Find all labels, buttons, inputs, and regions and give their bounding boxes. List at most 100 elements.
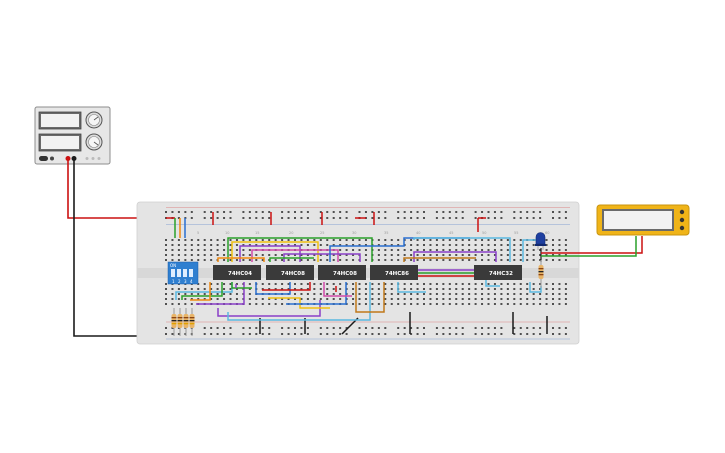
breadboard-hole[interactable] [319, 298, 322, 300]
breadboard-hole[interactable] [442, 298, 445, 300]
breadboard-hole[interactable] [364, 298, 367, 300]
breadboard-hole[interactable] [274, 288, 277, 290]
breadboard-hole[interactable] [319, 333, 322, 335]
breadboard-hole[interactable] [500, 283, 503, 285]
led-resistor[interactable] [538, 260, 544, 288]
breadboard-hole[interactable] [455, 259, 458, 261]
breadboard-hole[interactable] [474, 293, 477, 295]
breadboard-hole[interactable] [377, 254, 380, 256]
breadboard-hole[interactable] [300, 239, 303, 241]
breadboard-hole[interactable] [403, 293, 406, 295]
breadboard-hole[interactable] [255, 333, 258, 335]
breadboard-hole[interactable] [248, 327, 251, 329]
breadboard-hole[interactable] [545, 244, 548, 246]
breadboard-hole[interactable] [281, 211, 284, 213]
breadboard-hole[interactable] [184, 239, 187, 241]
breadboard-hole[interactable] [397, 249, 400, 251]
breadboard-hole[interactable] [435, 249, 438, 251]
breadboard-hole[interactable] [190, 288, 193, 290]
breadboard-hole[interactable] [468, 293, 471, 295]
breadboard-hole[interactable] [397, 259, 400, 261]
breadboard-hole[interactable] [539, 293, 542, 295]
breadboard-hole[interactable] [216, 249, 219, 251]
breadboard-hole[interactable] [526, 211, 529, 213]
breadboard-hole[interactable] [184, 298, 187, 300]
breadboard-hole[interactable] [474, 303, 477, 305]
breadboard-hole[interactable] [519, 288, 522, 290]
breadboard-hole[interactable] [319, 239, 322, 241]
breadboard-hole[interactable] [165, 244, 167, 246]
chip-74hc08-b[interactable]: 74HC08 [318, 265, 366, 280]
breadboard-hole[interactable] [216, 288, 219, 290]
breadboard-hole[interactable] [165, 293, 167, 295]
breadboard-hole[interactable] [435, 327, 438, 329]
breadboard-hole[interactable] [358, 283, 361, 285]
breadboard-hole[interactable] [552, 254, 554, 256]
breadboard-hole[interactable] [493, 244, 496, 246]
breadboard-hole[interactable] [281, 303, 284, 305]
breadboard-hole[interactable] [210, 217, 213, 219]
breadboard-hole[interactable] [371, 293, 374, 295]
breadboard-hole[interactable] [332, 293, 335, 295]
breadboard-hole[interactable] [506, 288, 509, 290]
breadboard-hole[interactable] [539, 303, 542, 305]
breadboard-hole[interactable] [203, 239, 206, 241]
breadboard-hole[interactable] [539, 288, 542, 290]
breadboard-hole[interactable] [294, 293, 296, 295]
breadboard-hole[interactable] [448, 283, 451, 285]
breadboard-hole[interactable] [481, 211, 484, 213]
breadboard-hole[interactable] [235, 259, 238, 261]
breadboard-hole[interactable] [339, 217, 342, 219]
breadboard-hole[interactable] [229, 298, 232, 300]
breadboard-hole[interactable] [319, 288, 322, 290]
breadboard-hole[interactable] [255, 244, 258, 246]
breadboard-hole[interactable] [558, 254, 561, 256]
breadboard-hole[interactable] [190, 244, 193, 246]
breadboard-hole[interactable] [564, 303, 567, 305]
breadboard-hole[interactable] [216, 211, 219, 213]
breadboard-hole[interactable] [339, 288, 342, 290]
dip-switch[interactable]: ON 1 2 3 4 [167, 261, 199, 285]
breadboard-hole[interactable] [545, 259, 548, 261]
breadboard-hole[interactable] [468, 254, 471, 256]
breadboard-hole[interactable] [403, 217, 406, 219]
breadboard-hole[interactable] [481, 249, 484, 251]
breadboard-hole[interactable] [403, 283, 406, 285]
breadboard-hole[interactable] [184, 333, 187, 335]
breadboard-hole[interactable] [345, 239, 348, 241]
breadboard-hole[interactable] [410, 211, 413, 213]
breadboard-hole[interactable] [545, 293, 548, 295]
breadboard-hole[interactable] [371, 211, 374, 213]
breadboard-hole[interactable] [513, 239, 516, 241]
breadboard-hole[interactable] [364, 244, 367, 246]
breadboard-hole[interactable] [448, 288, 451, 290]
breadboard-hole[interactable] [242, 249, 245, 251]
breadboard-hole[interactable] [403, 211, 406, 213]
breadboard-hole[interactable] [487, 244, 490, 246]
breadboard-hole[interactable] [410, 293, 413, 295]
breadboard-hole[interactable] [300, 283, 303, 285]
breadboard-hole[interactable] [371, 333, 374, 335]
breadboard-hole[interactable] [519, 244, 522, 246]
breadboard-hole[interactable] [519, 254, 522, 256]
breadboard-hole[interactable] [539, 259, 542, 261]
breadboard-hole[interactable] [268, 217, 271, 219]
breadboard-hole[interactable] [487, 217, 490, 219]
breadboard-hole[interactable] [255, 259, 258, 261]
breadboard-hole[interactable] [390, 254, 393, 256]
breadboard-hole[interactable] [216, 254, 219, 256]
breadboard-hole[interactable] [545, 283, 548, 285]
breadboard-hole[interactable] [506, 298, 509, 300]
breadboard-hole[interactable] [461, 259, 464, 261]
breadboard-hole[interactable] [410, 254, 413, 256]
breadboard-hole[interactable] [339, 333, 342, 335]
breadboard-hole[interactable] [177, 249, 180, 251]
breadboard-hole[interactable] [403, 288, 406, 290]
breadboard-hole[interactable] [384, 333, 387, 335]
breadboard-hole[interactable] [203, 259, 206, 261]
breadboard-hole[interactable] [519, 283, 522, 285]
breadboard-hole[interactable] [526, 303, 529, 305]
breadboard-hole[interactable] [487, 239, 490, 241]
breadboard-hole[interactable] [493, 249, 496, 251]
breadboard-hole[interactable] [390, 293, 393, 295]
